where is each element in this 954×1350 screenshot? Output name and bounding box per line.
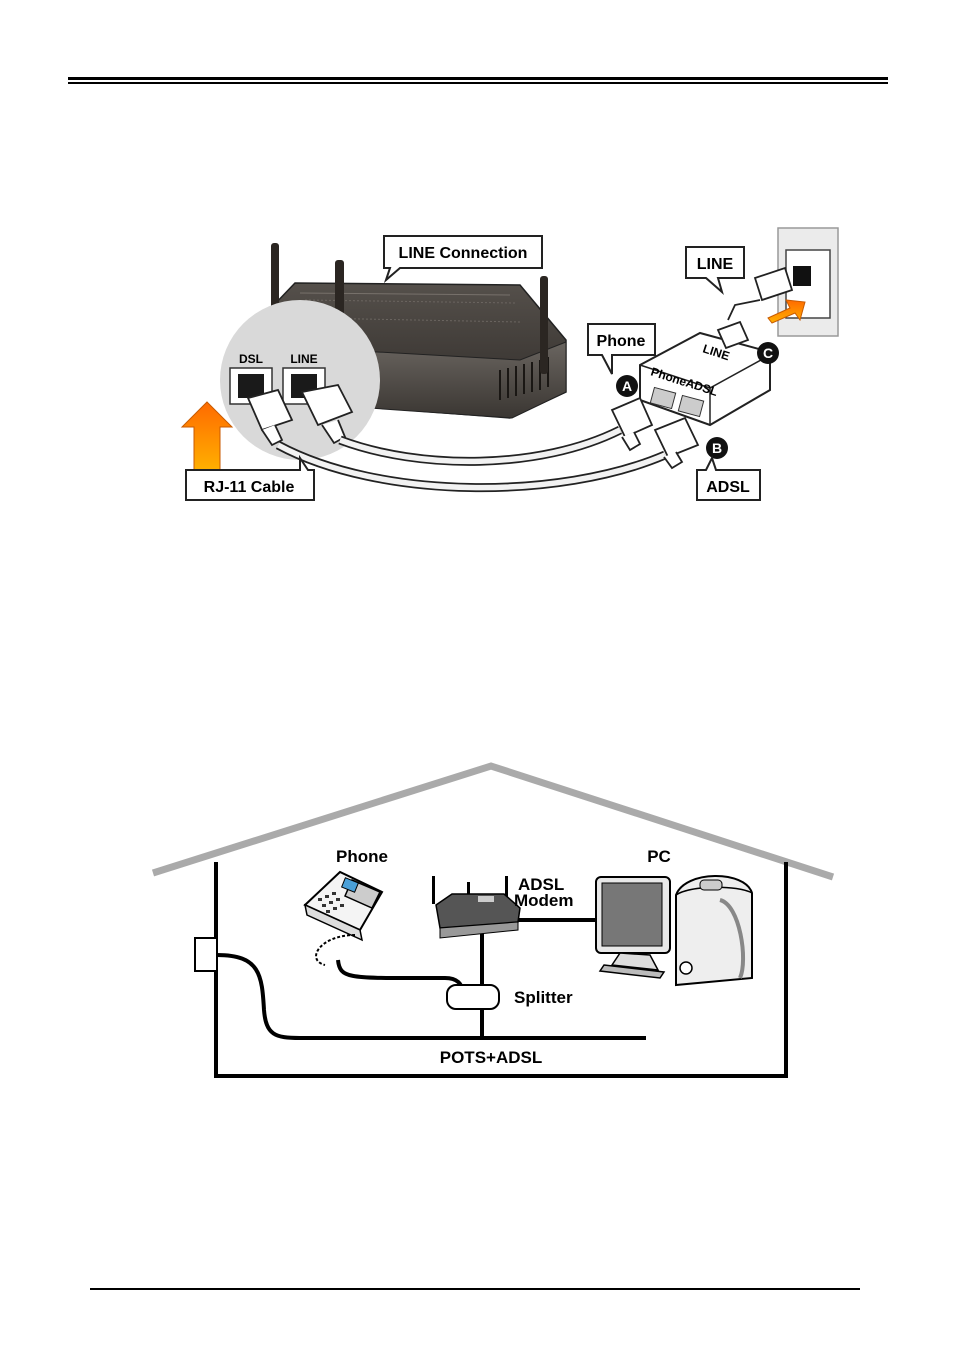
pc-tower-icon [676, 876, 752, 985]
wall-jack [195, 938, 217, 971]
pots-adsl-line [217, 955, 646, 1038]
line-port-label: LINE [290, 352, 317, 366]
svg-text:C: C [763, 345, 773, 361]
dsl-port-label: DSL [239, 352, 263, 366]
phone-label: Phone [336, 847, 388, 866]
rj11-plug-phone [612, 398, 652, 450]
marker-a: A [616, 375, 638, 397]
house-roof [153, 766, 833, 877]
splitter-node [338, 928, 499, 1038]
callout-adsl: ADSL [697, 458, 760, 500]
callout-line: LINE [686, 247, 744, 292]
svg-text:Phone: Phone [597, 333, 646, 350]
footer-rule [90, 1288, 860, 1290]
svg-text:ADSL: ADSL [706, 479, 750, 496]
pc-monitor-icon [596, 877, 670, 978]
adsl-modem-icon [432, 876, 520, 938]
adsl-label: ADSL [518, 875, 564, 894]
modem-label: Modem [514, 891, 574, 910]
svg-text:B: B [712, 440, 722, 456]
callout-line-connection: LINE Connection [384, 236, 542, 280]
telephone-icon [305, 872, 382, 965]
house-walls [216, 862, 786, 1076]
pc-label: PC [647, 847, 671, 866]
splitter-box: Phone ADSL LINE [640, 333, 770, 425]
svg-text:LINE: LINE [697, 256, 734, 273]
antenna-right [540, 276, 548, 374]
port-zoom-circle: DSL LINE [220, 300, 380, 460]
line-connection-diagram: DSL LINE Phone ADSL LINE [0, 0, 954, 560]
marker-b: B [706, 437, 728, 459]
insert-arrow-router [182, 402, 232, 470]
svg-text:LINE Connection: LINE Connection [399, 245, 528, 262]
svg-text:A: A [622, 378, 632, 394]
splitter-label: Splitter [514, 988, 573, 1007]
marker-c: C [757, 342, 779, 364]
svg-text:RJ-11 Cable: RJ-11 Cable [204, 479, 295, 496]
pots-adsl-label: POTS+ADSL [440, 1048, 543, 1067]
